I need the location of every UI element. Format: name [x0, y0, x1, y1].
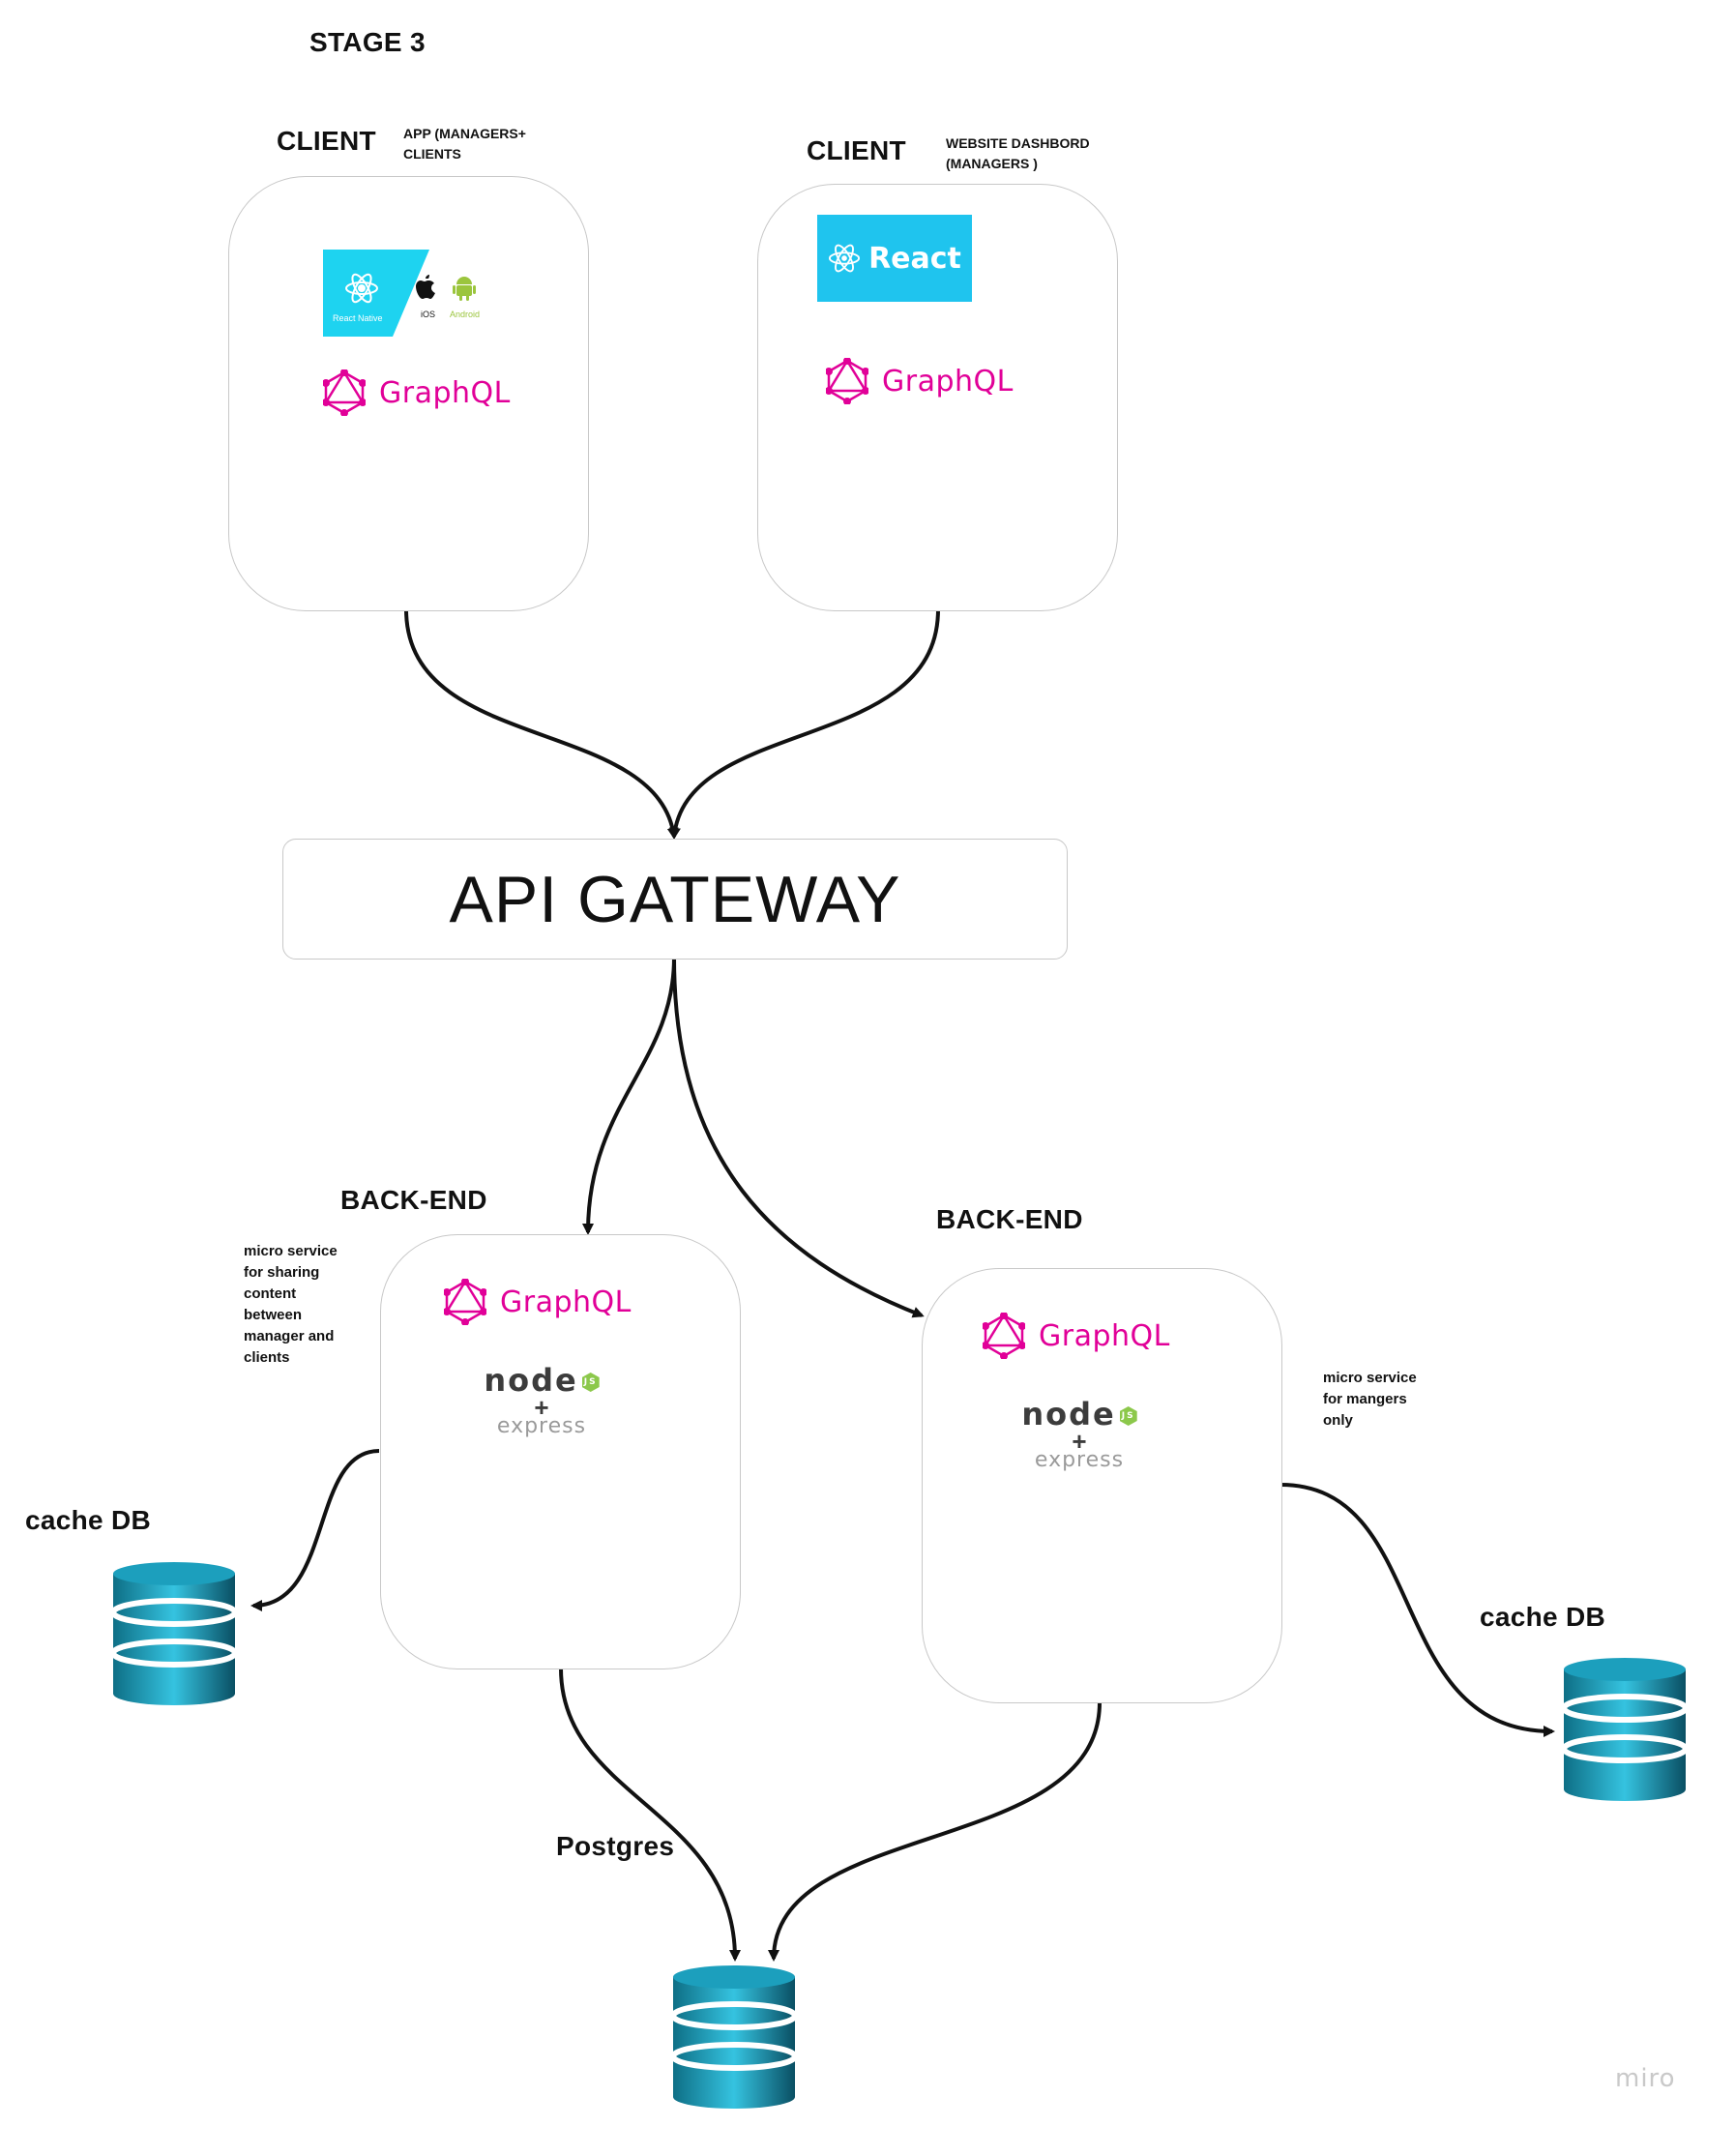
arrow-backend1-to-cachedb [250, 1449, 380, 1611]
graphql-label: GraphQL [882, 364, 1014, 399]
backend-note-line: clients [244, 1349, 290, 1366]
client-note: WEBSITE DASHBORD (MANAGERS ) [946, 133, 1090, 174]
graphql-logo: GraphQL [826, 358, 1014, 404]
react-label: React [868, 241, 961, 276]
graphql-icon [826, 358, 868, 404]
express-label: express [496, 1414, 587, 1438]
backend-note-line: micro service [244, 1243, 338, 1259]
backend-note: micro service for mangers only [1323, 1368, 1417, 1432]
cache-db-label: cache DB [1480, 1602, 1606, 1632]
backend-note-line: micro service [1323, 1370, 1417, 1386]
arrow-gateway-to-backend1 [582, 957, 676, 1235]
postgres-label: Postgres [556, 1831, 675, 1861]
miro-watermark: miro [1615, 2064, 1676, 2093]
client-note: APP (MANAGERS+ CLIENTS [403, 124, 526, 164]
arrow-backend2-to-postgres [768, 1701, 1102, 1962]
client-note-line: WEBSITE DASHBORD [946, 135, 1090, 151]
react-native-logo: React Native iOS Android [323, 250, 487, 337]
client-note-line: CLIENTS [403, 146, 461, 162]
graphql-logo: GraphQL [444, 1279, 632, 1325]
backend-note-line: for sharing [244, 1264, 320, 1281]
graphql-icon [983, 1313, 1025, 1359]
android-icon [453, 275, 476, 302]
plus-icon: + [534, 1393, 549, 1422]
arrow-client2-to-gateway [668, 608, 940, 840]
graphql-logo: GraphQL [983, 1313, 1170, 1359]
client-heading: CLIENT [277, 126, 376, 156]
graphql-label: GraphQL [500, 1285, 632, 1319]
database-icon-cache-left [110, 1560, 238, 1712]
apple-icon [416, 275, 437, 300]
backend-note: micro service for sharing content betwee… [244, 1241, 338, 1369]
backend-note-line: for mangers [1323, 1391, 1407, 1407]
graphql-label: GraphQL [1039, 1318, 1170, 1353]
react-logo: React [817, 215, 972, 302]
api-gateway-label: API GATEWAY [449, 862, 901, 936]
node-js-badge: JS [1119, 1406, 1137, 1426]
node-label: node [1021, 1396, 1116, 1432]
backend-note-line: manager and [244, 1328, 335, 1344]
client-note-line: APP (MANAGERS+ [403, 126, 526, 141]
graphql-icon [444, 1279, 486, 1325]
backend-note-line: between [244, 1307, 303, 1323]
plus-icon: + [1072, 1427, 1087, 1456]
graphql-label: GraphQL [379, 375, 511, 410]
backend-heading: BACK-END [936, 1204, 1083, 1234]
api-gateway-box: API GATEWAY [282, 839, 1068, 960]
database-icon-cache-right [1561, 1656, 1689, 1808]
backend-managers-card [922, 1268, 1282, 1703]
arrow-backend2-to-cachedb [1279, 1483, 1555, 1737]
node-label: node [484, 1362, 578, 1399]
platform-android-label: Android [450, 310, 481, 319]
backend-heading: BACK-END [340, 1185, 487, 1215]
node-js-badge: JS [581, 1373, 600, 1392]
client-app-card [228, 176, 589, 611]
client-heading: CLIENT [807, 135, 906, 165]
stage-title: STAGE 3 [309, 27, 426, 57]
graphql-icon [323, 369, 366, 416]
backend-shared-card [380, 1234, 741, 1669]
arrow-client1-to-gateway [404, 608, 679, 840]
express-label: express [1034, 1448, 1125, 1472]
arrow-backend1-to-postgres [559, 1668, 741, 1962]
graphql-logo: GraphQL [323, 369, 511, 416]
arrow-gateway-to-backend2 [672, 957, 925, 1318]
client-note-line: (MANAGERS ) [946, 156, 1038, 171]
react-icon [829, 244, 861, 273]
backend-note-line: content [244, 1285, 297, 1302]
database-icon-postgres [670, 1964, 798, 2115]
cache-db-label: cache DB [25, 1505, 152, 1535]
backend-note-line: only [1323, 1412, 1353, 1429]
platform-ios-label: iOS [421, 310, 436, 319]
react-native-label: React Native [333, 313, 383, 323]
